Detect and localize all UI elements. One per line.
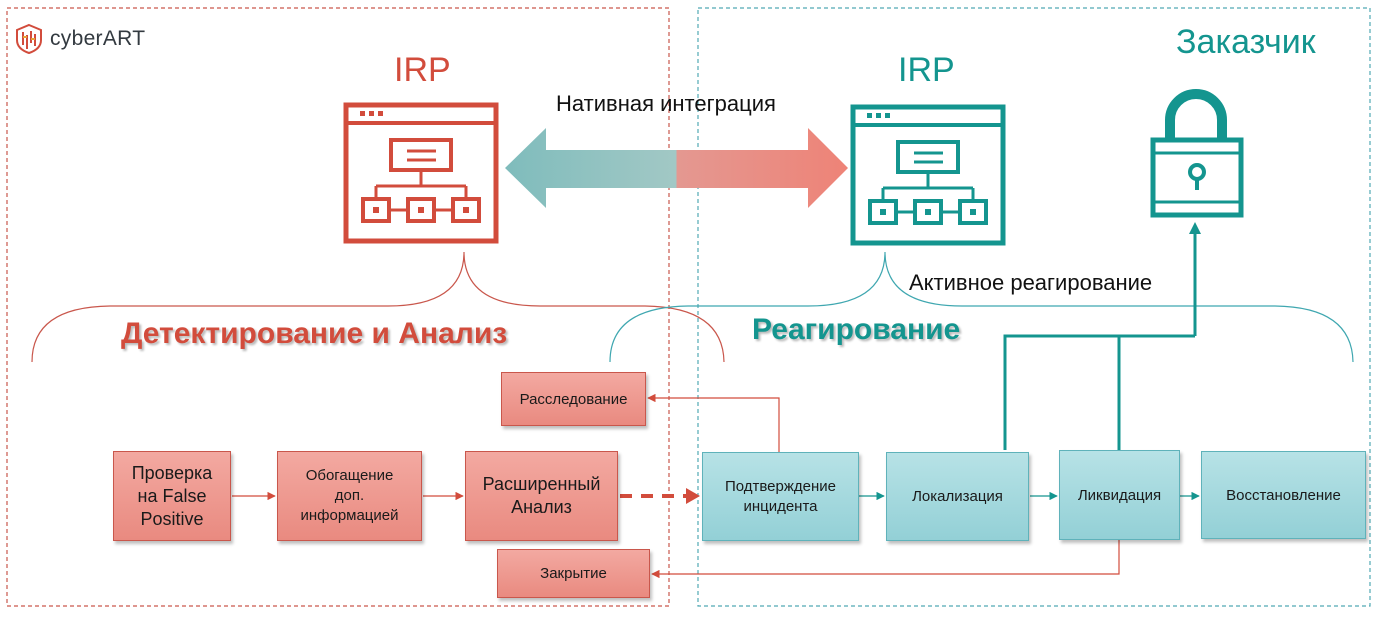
step-false-positive-check: Проверка на False Positive	[113, 451, 231, 541]
cyberart-logo-text: cyberART	[50, 27, 146, 50]
step-advanced-analysis-label: Расширенный Анализ	[482, 474, 601, 517]
response-section-title: Реагирование	[752, 313, 961, 346]
irp-window-icon-right	[850, 104, 1006, 246]
active-response-connector	[1003, 233, 1197, 450]
step-localization: Локализация	[886, 452, 1029, 541]
step-incident-confirmation: Подтверждение инцидента	[702, 452, 859, 541]
customer-title: Заказчик	[1176, 23, 1316, 61]
active-response-arrowhead	[1189, 222, 1201, 234]
connector-advanced-arrowhead	[686, 488, 700, 504]
native-integration-arrow	[505, 128, 848, 208]
cyberart-logo: cyberART	[14, 22, 145, 56]
connector-confirmation-to-investigation	[647, 393, 780, 452]
step-closing-label: Закрытие	[540, 565, 607, 582]
connector-elimination-to-closing	[651, 540, 1120, 579]
detection-brace	[31, 251, 725, 363]
step-recovery: Восстановление	[1201, 451, 1366, 539]
step-closing: Закрытие	[497, 549, 650, 598]
padlock-icon	[1150, 89, 1244, 218]
step-false-positive-check-label: Проверка на False Positive	[131, 462, 213, 529]
step-enrichment-label: Обогащение доп. информацией	[300, 467, 399, 524]
step-localization-label: Локализация	[912, 488, 1003, 505]
step-incident-confirmation-label: Подтверждение инцидента	[724, 477, 837, 515]
irp-window-icon-left	[343, 102, 499, 244]
irp-title-left: IRP	[394, 51, 451, 89]
native-integration-label: Нативная интеграция	[556, 91, 776, 116]
step-investigation-label: Расследование	[519, 390, 628, 408]
detection-section-title: Детектирование и Анализ	[121, 317, 508, 350]
step-enrichment: Обогащение доп. информацией	[277, 451, 422, 541]
step-elimination-label: Ликвидация	[1077, 486, 1162, 504]
step-elimination: Ликвидация	[1059, 450, 1180, 540]
response-brace	[609, 251, 1354, 363]
step-advanced-analysis: Расширенный Анализ	[465, 451, 618, 541]
irp-title-right: IRP	[898, 51, 955, 89]
cyberart-logo-icon	[16, 23, 42, 55]
response-zone-frame	[697, 7, 1371, 607]
step-investigation: Расследование	[501, 372, 646, 426]
active-response-label: Активное реагирование	[909, 270, 1153, 295]
step-recovery-label: Восстановление	[1226, 486, 1341, 504]
